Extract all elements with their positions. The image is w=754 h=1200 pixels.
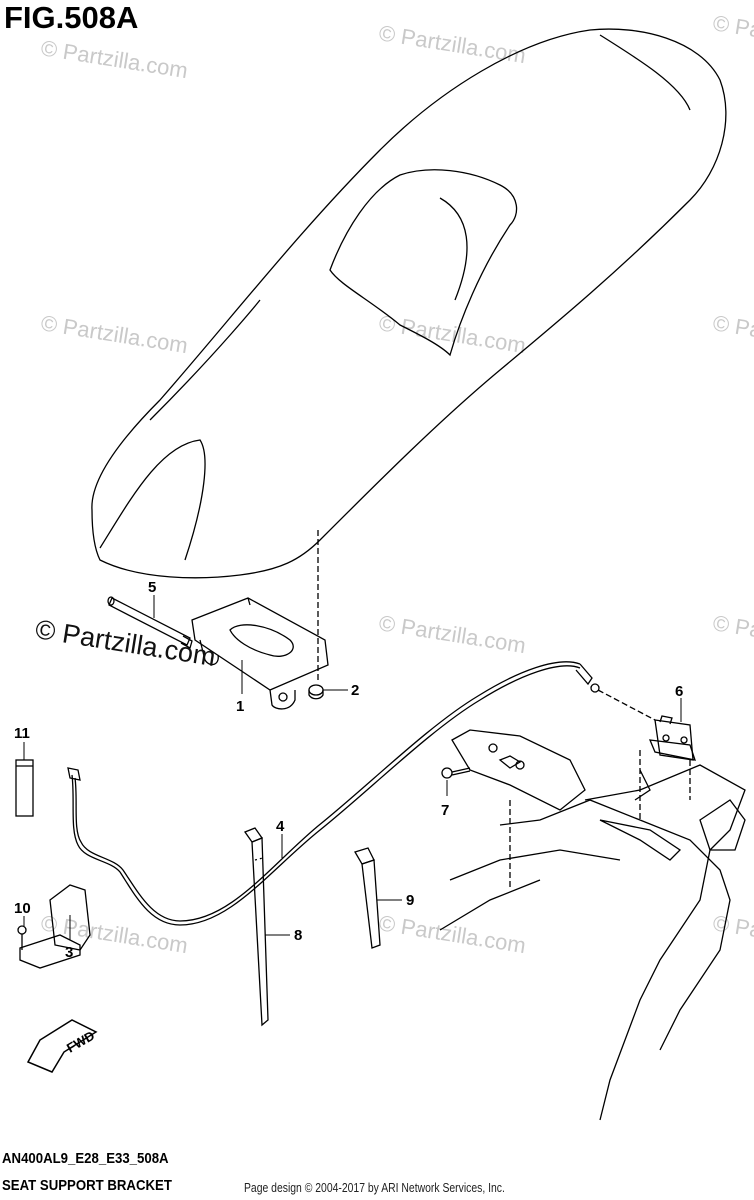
callout-labels: 1 2 3 4 5 6 7 8 9 10 11 xyxy=(14,579,683,961)
seat-lock xyxy=(597,689,694,761)
bracket-3 xyxy=(17,884,91,969)
seat-bracket xyxy=(191,530,329,710)
watermark-text: © Partzilla.com xyxy=(377,910,527,958)
figure-code: AN400AL9_E28_E33_508A xyxy=(2,1150,169,1167)
callout-5: 5 xyxy=(148,579,156,596)
callout-8: 8 xyxy=(294,927,302,944)
seat-lock-cable xyxy=(67,661,600,926)
watermark-text: © Partzilla.com xyxy=(711,910,754,958)
callout-9: 9 xyxy=(406,892,414,909)
fwd-arrow: FWD xyxy=(26,1019,98,1073)
callout-11: 11 xyxy=(14,725,30,742)
copyright-notice: Page design © 2004-2017 by ARI Network S… xyxy=(244,1180,505,1195)
figure-title: FIG.508A xyxy=(4,0,139,35)
part-11 xyxy=(15,759,34,817)
watermark-text: © Partzilla.com xyxy=(39,35,189,83)
callout-7: 7 xyxy=(441,802,449,819)
frame-assembly xyxy=(439,729,746,1121)
callout-1: 1 xyxy=(236,698,244,715)
watermark-layer: © Partzilla.com © Partzilla.com © Partzi… xyxy=(39,10,754,958)
watermark-text: © Partzilla.com xyxy=(39,310,189,358)
bolt-7 xyxy=(441,767,471,779)
seat xyxy=(91,28,727,579)
watermark-text: © Partzilla.com xyxy=(377,20,527,68)
callout-10: 10 xyxy=(14,900,31,917)
watermark-text: © Partzilla.com xyxy=(377,310,527,358)
leader-lines xyxy=(23,595,682,940)
watermark-text: © Partzilla.com xyxy=(39,910,189,958)
callout-6: 6 xyxy=(675,683,683,700)
tie-strap-9 xyxy=(354,847,381,949)
watermark-text: © Partzilla.com xyxy=(377,610,527,658)
tie-strap-8 xyxy=(243,827,269,1027)
watermark-text: © Partzilla.com xyxy=(711,310,754,358)
callout-4: 4 xyxy=(276,818,285,835)
watermark-text: © Partzilla.com xyxy=(711,10,754,58)
pin-part xyxy=(107,596,193,649)
figure-name: SEAT SUPPORT BRACKET xyxy=(2,1177,172,1194)
callout-2: 2 xyxy=(351,682,359,699)
watermark-text: © Partzilla.com xyxy=(711,610,754,658)
callout-3: 3 xyxy=(65,944,73,961)
